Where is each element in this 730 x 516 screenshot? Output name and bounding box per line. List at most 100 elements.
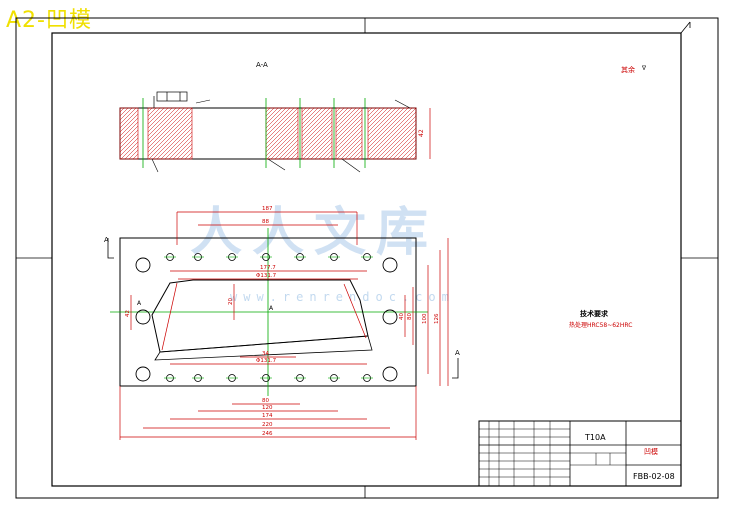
outer-border xyxy=(15,17,719,499)
hatch-line xyxy=(119,109,139,129)
hatch-line xyxy=(278,139,299,160)
dim-top-outer: 187 xyxy=(262,206,273,212)
hatch-line xyxy=(376,119,417,160)
hatch-line xyxy=(301,107,319,125)
dim-177: 177.7 xyxy=(260,265,276,271)
hatch-line xyxy=(147,107,165,125)
hatch-line xyxy=(322,149,333,160)
dim-h-20: 20 xyxy=(228,298,234,305)
material: T10A xyxy=(584,433,606,442)
hatch-line xyxy=(265,107,287,129)
hatch-line xyxy=(314,141,333,160)
hatch-line xyxy=(119,107,137,125)
hatch-line xyxy=(335,117,363,145)
section-label: A-A xyxy=(256,61,268,69)
hatch-line xyxy=(265,107,299,141)
hatch-line xyxy=(367,107,405,145)
plan-view: A A A A xyxy=(104,228,460,396)
dim-top-inner: 88 xyxy=(262,219,269,225)
hatch-line xyxy=(119,107,133,121)
hatch-line xyxy=(147,111,193,157)
hatch-line xyxy=(336,133,363,160)
hatch-line xyxy=(367,107,377,117)
dim-80: 80 xyxy=(262,398,269,404)
tech-req-title: 技术要求 xyxy=(580,309,609,318)
hatch-line xyxy=(301,107,311,117)
hatch-line xyxy=(301,107,307,113)
drawing-no: FBB-02-08 xyxy=(633,472,675,481)
hatch-line xyxy=(164,131,193,160)
hatch-line xyxy=(147,107,157,117)
dim-34: 34 xyxy=(262,351,269,357)
hatch-line xyxy=(132,153,139,160)
hatch-line xyxy=(301,107,323,129)
hatch-line xyxy=(265,107,291,133)
hatch-line xyxy=(335,107,353,125)
hatch-line xyxy=(360,157,363,160)
hatch-line xyxy=(160,127,193,160)
dimension-labels: 187 88 177.7 Φ131.7 34 Φ131.7 80 120 174… xyxy=(125,206,440,437)
mark-a-bottom: A xyxy=(137,300,142,307)
hatch-line xyxy=(124,145,139,160)
hatch-line xyxy=(176,143,193,160)
tech-req-line: 热处理HRC58~62HRC xyxy=(569,321,632,329)
hatch-line xyxy=(301,117,333,149)
hatch-line xyxy=(119,125,139,145)
hatch-line xyxy=(310,137,333,160)
dim-h-100: 100 xyxy=(422,313,428,324)
hatch-line xyxy=(367,107,401,141)
hatch-line xyxy=(156,123,193,160)
surface-symbol: ∇ xyxy=(641,65,647,72)
watermark-text: 人人文库 xyxy=(190,203,439,263)
hatch-line xyxy=(147,107,185,145)
hatch-line xyxy=(400,143,417,160)
hatch-line xyxy=(147,107,193,153)
dim-246: 246 xyxy=(262,431,273,437)
hatch-line xyxy=(136,157,139,160)
hatch-line xyxy=(147,107,153,113)
hatch-line xyxy=(367,107,397,137)
title-block: T10A 凹模 FBB-02-08 xyxy=(478,420,682,487)
dim-220: 220 xyxy=(262,422,273,428)
hatch-line xyxy=(356,153,363,160)
hatch-line xyxy=(335,107,357,129)
mark-a-left: A xyxy=(104,236,109,244)
hatch-line xyxy=(282,143,299,160)
dim-h-40: 40 xyxy=(399,313,405,320)
hatch-line xyxy=(301,107,331,137)
plan-dimensions xyxy=(119,211,449,440)
hatch-line xyxy=(380,123,417,160)
hatch-line xyxy=(301,121,333,153)
hatch-line xyxy=(335,107,349,121)
hatch-line xyxy=(147,107,181,141)
hatch-line xyxy=(147,107,177,137)
hatch-line xyxy=(302,129,333,160)
hatch-line xyxy=(168,135,193,160)
hatch-line xyxy=(344,141,363,160)
hatch-line xyxy=(274,135,299,160)
inner-frame xyxy=(51,32,682,487)
hatch-line xyxy=(367,107,373,113)
hatch-line xyxy=(408,151,417,160)
dim-h-42: 42 xyxy=(125,310,131,317)
hatch-line xyxy=(188,155,193,160)
hatch-line xyxy=(265,107,275,117)
hatch-line xyxy=(128,149,139,160)
hatch-line xyxy=(180,147,193,160)
hatch-line xyxy=(147,107,189,149)
dim-120: 120 xyxy=(262,405,273,411)
hatch-line xyxy=(367,107,417,157)
dim-174: 174 xyxy=(262,413,273,419)
section-view: 42 xyxy=(119,91,431,173)
hatch-line xyxy=(119,121,139,141)
hatch-line xyxy=(147,107,173,133)
hatch-line xyxy=(301,107,315,121)
hatch-line xyxy=(172,139,193,160)
hatch-line xyxy=(368,111,417,160)
hatch-line xyxy=(270,131,299,160)
hatch-line xyxy=(301,113,333,145)
hatch-line xyxy=(335,121,363,149)
hatch-line xyxy=(266,127,299,160)
dim-1317: Φ131.7 xyxy=(256,273,277,279)
sheet-title: A2-凹模 xyxy=(6,8,92,33)
